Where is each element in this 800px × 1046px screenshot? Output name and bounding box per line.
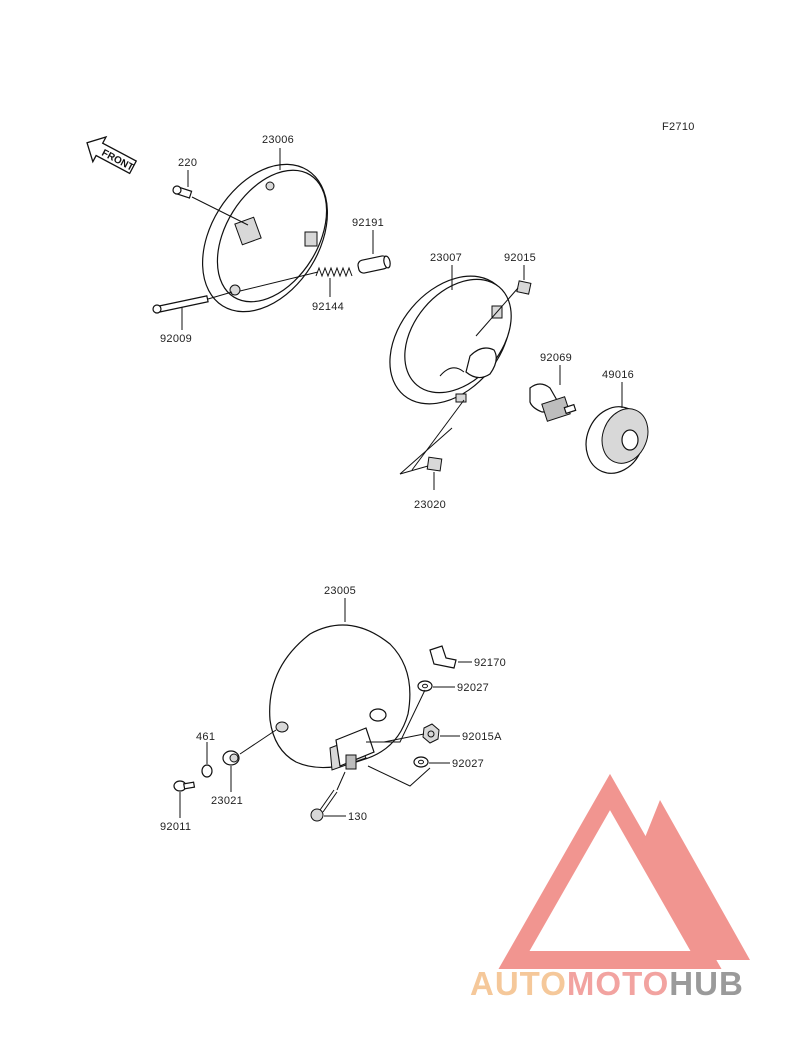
bolt-130 (310, 789, 338, 822)
svg-text:AUTOMOTOHUB: AUTOMOTOHUB (470, 965, 744, 1002)
nut-92015 (516, 280, 532, 295)
watermark-moto: MOTO (567, 965, 669, 1002)
part-label-92069: 92069 (540, 352, 572, 364)
grommet-23021 (222, 750, 240, 766)
bulb-92069 (529, 383, 577, 422)
watermark-hub: HUB (669, 965, 744, 1002)
bracket-92170 (429, 645, 457, 669)
sleeve-92191 (357, 255, 391, 274)
headlight-rim-23006 (201, 163, 329, 313)
part-label-49016: 49016 (602, 369, 634, 381)
screw-92009 (152, 295, 209, 314)
part-label-92009: 92009 (160, 333, 192, 345)
part-label-92191: 92191 (352, 217, 384, 229)
screw-220 (172, 185, 193, 199)
washer-92027-upper (417, 680, 433, 692)
nut-461 (201, 764, 213, 778)
cover-49016 (585, 406, 649, 474)
part-label-461: 461 (196, 731, 215, 743)
watermark-auto: AUTO (470, 965, 567, 1002)
part-label-23007: 23007 (430, 252, 462, 264)
part-label-92027-lower: 92027 (452, 758, 484, 770)
washer-92027-lower (413, 756, 429, 768)
part-label-130: 130 (348, 811, 367, 823)
part-label-92170: 92170 (474, 657, 506, 669)
watermark-text: AUTOMOTOHUB (470, 965, 744, 1002)
part-label-92015: 92015 (504, 252, 536, 264)
part-label-23021: 23021 (211, 795, 243, 807)
part-label-92027-upper: 92027 (457, 682, 489, 694)
headlight-unit-23007 (389, 275, 512, 405)
part-label-23006: 23006 (262, 134, 294, 146)
part-label-92015A: 92015A (462, 731, 502, 743)
part-label-23005: 23005 (324, 585, 356, 597)
figure-code: F2710 (662, 121, 695, 133)
part-label-220: 220 (178, 157, 197, 169)
nut-92015A (422, 723, 440, 744)
front-arrow-icon: FRONT (86, 135, 138, 175)
screw-92011 (173, 780, 196, 792)
clip-23020 (426, 456, 443, 472)
part-label-92144: 92144 (312, 301, 344, 313)
part-label-92011: 92011 (160, 821, 191, 833)
watermark-logo-icon (498, 773, 750, 969)
spring-92144 (315, 266, 353, 278)
housing-23005 (269, 624, 411, 771)
part-label-23020: 23020 (414, 499, 446, 511)
